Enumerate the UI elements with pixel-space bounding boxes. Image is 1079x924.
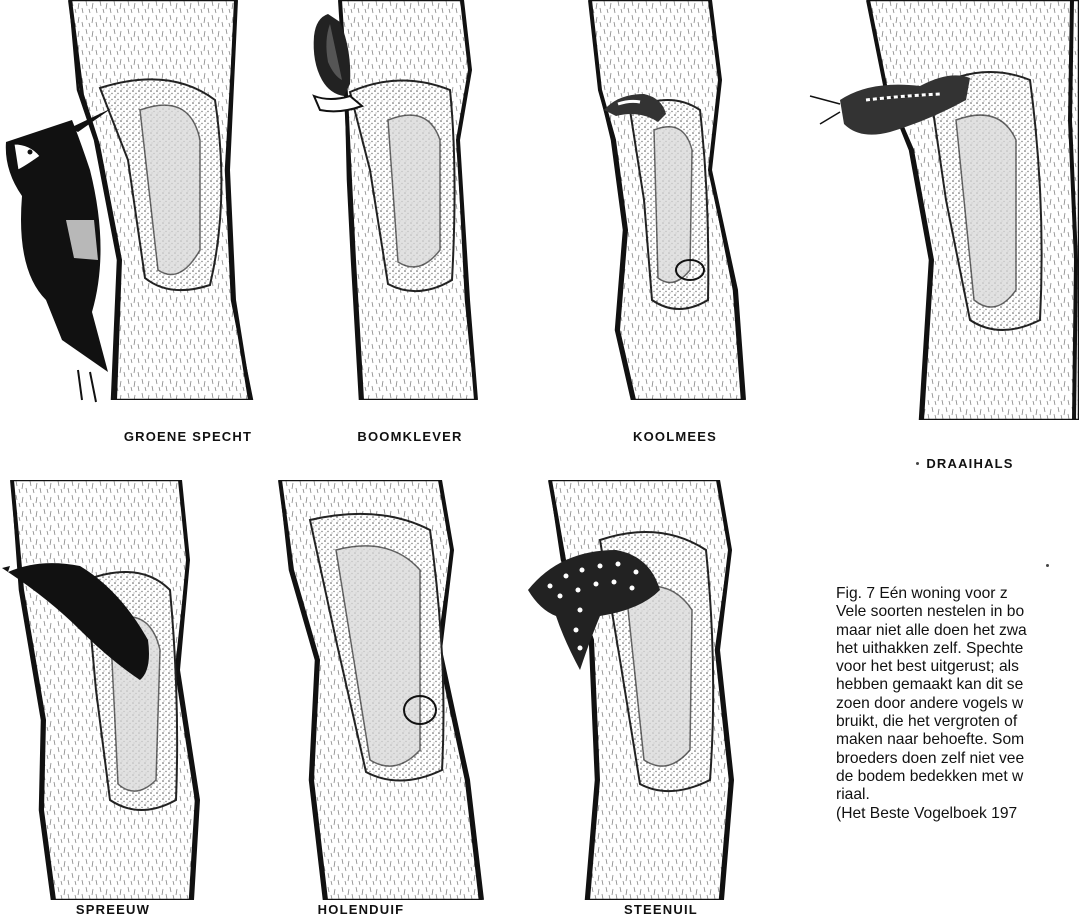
panel-label: STEENUIL [606,902,716,917]
scan-speck [1046,564,1049,567]
wryneck-icon [790,60,990,180]
scan-speck [916,462,919,465]
tree-illustration [560,0,760,400]
panel-holenduif: HOLENDUIF [270,480,510,924]
caption-line: Vele soorten nestelen in bo [836,603,1079,621]
caption-line: zoen door andere vogels w [836,695,1079,713]
panel-groene-specht: GROENE SPECHT [0,0,260,440]
caption-line: (Het Beste Vogelboek 197 [836,805,1079,823]
panel-label: DRAAIHALS [910,456,1030,471]
caption-line: voor het best uitgerust; als [836,658,1079,676]
tree-illustration [270,480,510,900]
panel-koolmees: KOOLMEES [560,0,760,440]
panel-label: KOOLMEES [620,429,730,444]
starling-icon [0,550,170,700]
green-woodpecker-icon [0,100,120,460]
great-tit-icon [600,80,680,140]
nuthatch-icon [300,10,370,120]
panel-label: HOLENDUIF [306,902,416,917]
caption-line: bruikt, die het vergroten of [836,713,1079,731]
panel-label: BOOMKLEVER [350,429,470,444]
panel-label: SPREEUW [58,902,168,917]
panel-spreeuw: SPREEUW [0,480,240,924]
panel-draaihals: DRAAIHALS [790,0,1079,470]
panel-boomklever: BOOMKLEVER [290,0,490,440]
caption-line: maken naar behoefte. Som [836,731,1079,749]
figure-caption: Fig. 7 Eén woning voor z Vele soorten ne… [836,585,1079,823]
caption-line: maar niet alle doen het zwa [836,622,1079,640]
caption-line: riaal. [836,786,1079,804]
caption-line: de bodem bedekken met w [836,768,1079,786]
panel-steenuil: STEENUIL [520,480,780,924]
caption-line: broeders doen zelf niet vee [836,750,1079,768]
caption-line: hebben gemaakt kan dit se [836,676,1079,694]
caption-line: Fig. 7 Eén woning voor z [836,585,1079,603]
panel-label: GROENE SPECHT [118,429,258,444]
little-owl-icon [520,520,670,690]
caption-line: het uithakken zelf. Spechte [836,640,1079,658]
